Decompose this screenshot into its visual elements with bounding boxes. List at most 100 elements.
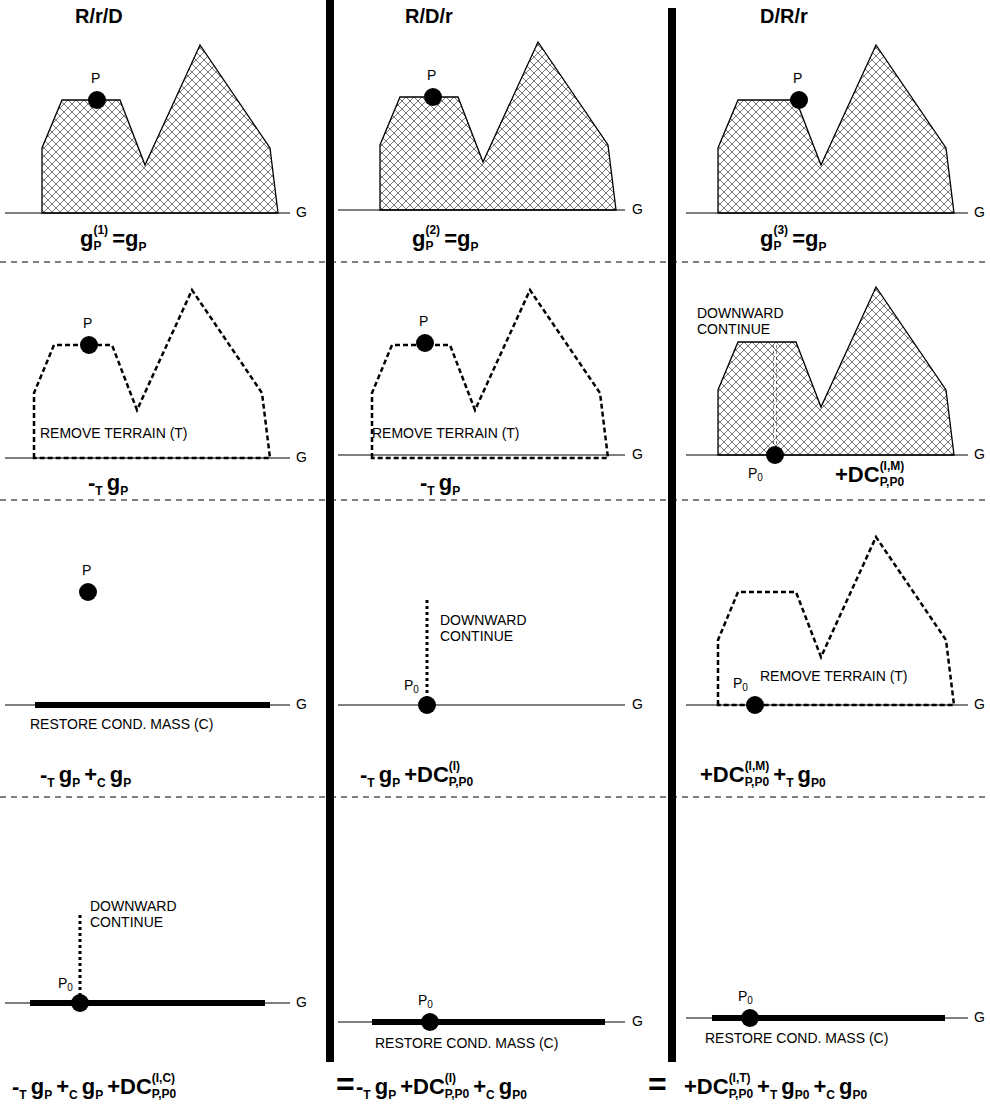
subscript: P,P0: [729, 1086, 753, 1102]
subscript: P: [818, 241, 826, 253]
formula-term: +DC: [835, 462, 880, 488]
formula: P0: [748, 465, 763, 483]
formula: -TgP: [420, 470, 460, 497]
subscript: P: [388, 1089, 396, 1101]
formula-term: -: [40, 762, 47, 788]
formula-term: g: [839, 1074, 852, 1100]
equals-sign: =: [648, 1066, 667, 1102]
subscript: P0: [512, 1089, 527, 1101]
figure-label: P: [91, 70, 100, 86]
subscript: P: [120, 485, 128, 497]
formula-term: P: [738, 988, 747, 1004]
column-heading: D/R/r: [760, 4, 808, 28]
formula: -TgP+CgP+DC(I,C)P,P0: [12, 1074, 176, 1102]
subscript: P: [138, 241, 146, 253]
formula-term: +DC: [107, 1074, 152, 1100]
figure-label: G: [296, 449, 307, 465]
figure-label: G: [296, 204, 307, 220]
formula-term: +DC: [700, 762, 745, 788]
superscript: (1): [93, 222, 108, 238]
formula: +DC(I,T)P,P0+TgP0+CgP0: [684, 1074, 867, 1102]
subscript: P,P0: [449, 774, 473, 790]
figure-label: DOWNWARD CONTINUE: [697, 305, 797, 337]
subscript: T: [95, 485, 102, 497]
superscript: (I,M): [880, 458, 905, 474]
formula: g(1)P=gP: [80, 226, 146, 254]
subscript: P: [425, 238, 440, 254]
formula-term: +: [757, 1074, 770, 1100]
formula-term: g: [781, 1074, 794, 1100]
formula-term: P: [748, 465, 757, 481]
column-heading: R/D/r: [405, 4, 453, 28]
subscript: T: [367, 777, 374, 789]
script-pair: (I,T)P,P0: [729, 1070, 753, 1102]
subscript: T: [786, 777, 793, 789]
subscript: P,P0: [445, 1086, 469, 1102]
superscript: (I): [445, 1070, 469, 1086]
subscript: P: [95, 1089, 103, 1101]
formula-term: g: [110, 762, 123, 788]
formula-term: +: [56, 1074, 69, 1100]
formula-term: P: [418, 992, 427, 1008]
figure-label: G: [296, 696, 307, 712]
subscript: P,P0: [880, 474, 905, 490]
formula-term: g: [379, 762, 392, 788]
subscript: 0: [427, 1000, 433, 1010]
superscript: (I,M): [745, 758, 770, 774]
formula-term: P: [404, 677, 413, 693]
formula: P0: [418, 992, 433, 1010]
formula-term: +: [84, 762, 97, 788]
formula: P0: [738, 988, 753, 1006]
figure-label: P: [793, 70, 802, 86]
figure-label: REMOVE TERRAIN (T): [40, 425, 188, 441]
figure-label: RESTORE COND. MASS (C): [30, 716, 213, 732]
formula-term: P: [58, 975, 67, 991]
formula-term: g: [797, 762, 810, 788]
script-pair: (2)P: [425, 222, 440, 254]
formula-term: g: [499, 1074, 512, 1100]
column-heading: R/r/D: [75, 4, 123, 28]
formula: -TgP+DC(I)P,P0+CgP0: [356, 1074, 527, 1102]
formula: +DC(I,M)P,P0: [835, 462, 904, 490]
formula-term: -: [12, 1074, 19, 1100]
subscript: P0: [811, 777, 826, 789]
script-pair: (I,M)P,P0: [745, 758, 770, 790]
subscript: P0: [852, 1089, 867, 1101]
subscript: P: [452, 485, 460, 497]
formula-term: =g: [792, 226, 818, 252]
figure-label: G: [974, 696, 985, 712]
formula-term: +DC: [404, 762, 449, 788]
subscript: T: [363, 1089, 370, 1101]
formula-term: g: [82, 1074, 95, 1100]
formula-term: g: [375, 1074, 388, 1100]
subscript: 0: [742, 683, 748, 693]
subscript: P: [470, 241, 478, 253]
figure-label: P: [427, 67, 436, 83]
figure-label: RESTORE COND. MASS (C): [375, 1035, 558, 1051]
formula-term: g: [80, 226, 93, 252]
figure-label: P: [419, 313, 428, 329]
script-pair: (I,C)P,P0: [152, 1070, 176, 1102]
formula-term: +DC: [684, 1074, 729, 1100]
formula-term: +: [473, 1074, 486, 1100]
formula-term: g: [439, 470, 452, 496]
subscript: T: [47, 777, 54, 789]
figure-label: RESTORE COND. MASS (C): [705, 1030, 888, 1046]
figure-label: REMOVE TERRAIN (T): [372, 425, 520, 441]
formula-term: g: [412, 226, 425, 252]
formula-term: +DC: [400, 1074, 445, 1100]
figure-label: G: [632, 696, 643, 712]
formula-term: P: [733, 675, 742, 691]
formula-term: -: [356, 1074, 363, 1100]
subscript: 0: [747, 996, 753, 1006]
figure-label: G: [632, 201, 643, 217]
subscript: T: [427, 485, 434, 497]
formula: g(3)P=gP: [760, 226, 826, 254]
script-pair: (1)P: [93, 222, 108, 254]
subscript: P: [44, 1089, 52, 1101]
formula-term: g: [31, 1074, 44, 1100]
subscript: 0: [413, 685, 419, 695]
subscript: P0: [795, 1089, 810, 1101]
